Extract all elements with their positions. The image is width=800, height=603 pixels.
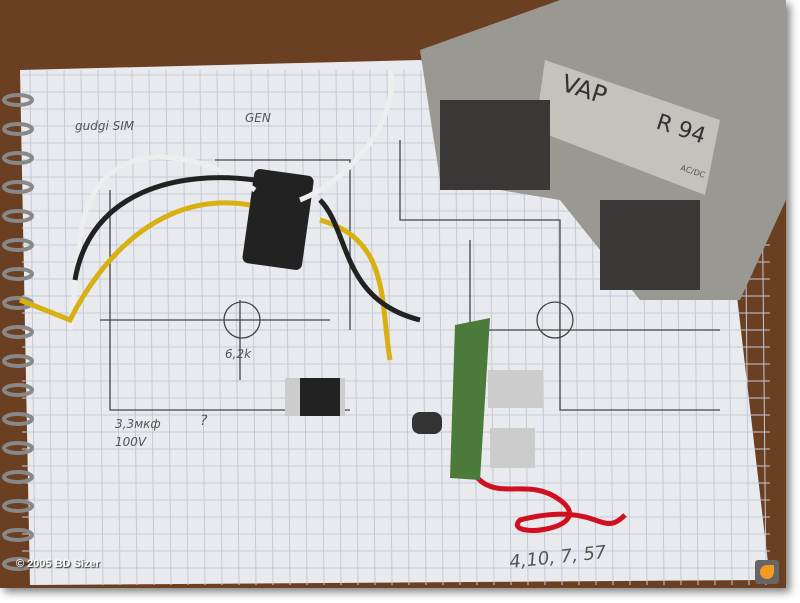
spiral-ring — [2, 93, 34, 107]
photo-scene: /* grid drawn below */ VAP R 94 AC/DC gu… — [2, 0, 786, 586]
spiral-ring — [2, 180, 34, 194]
wires — [19, 69, 627, 533]
regulator-label-plate — [535, 60, 720, 195]
spiral-ring — [2, 325, 34, 339]
svg-text:3,3мкф: 3,3мкф — [115, 417, 161, 431]
spiral-ring — [2, 528, 34, 542]
spiral-ring — [2, 412, 34, 426]
capacitor — [412, 412, 442, 434]
spiral-ring — [2, 470, 34, 484]
svg-text:6,2k: 6,2k — [225, 347, 252, 361]
spiral-binding — [2, 93, 34, 571]
svg-text:?: ? — [200, 413, 208, 429]
svg-text:gudgi SIM: gudgi SIM — [75, 119, 135, 133]
spiral-ring — [2, 557, 34, 571]
spiral-ring — [2, 499, 34, 513]
spiral-ring — [2, 354, 34, 368]
photo: /* grid drawn below */ VAP R 94 AC/DC gu… — [0, 0, 786, 588]
spiral-ring — [2, 238, 34, 252]
svg-text:100V: 100V — [115, 435, 147, 449]
watermark-logo-icon — [755, 560, 779, 584]
copyright-credit: © 2005 BD Sizer — [16, 558, 100, 570]
transistor — [490, 428, 535, 468]
spiral-ring — [2, 267, 34, 281]
regulator-cavity — [440, 100, 550, 190]
connector — [242, 169, 314, 270]
circuit-board — [450, 318, 490, 480]
spiral-ring — [2, 441, 34, 455]
transistor — [488, 370, 543, 408]
spiral-ring — [2, 209, 34, 223]
svg-text:GEN: GEN — [245, 111, 271, 125]
spiral-ring — [2, 151, 34, 165]
schematic-sketch — [100, 140, 720, 411]
spiral-ring — [2, 122, 34, 136]
spiral-ring — [2, 383, 34, 397]
